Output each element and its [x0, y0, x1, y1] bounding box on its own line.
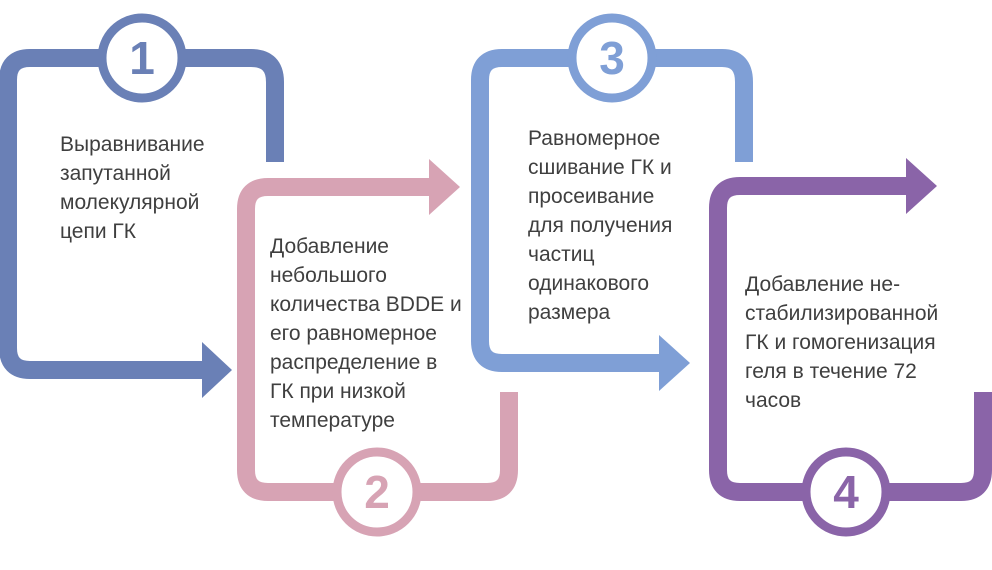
step-3-number: 3	[599, 32, 625, 84]
step-2-arrow-head	[429, 159, 460, 215]
step-1-frame	[0, 49, 284, 379]
step-3-frame	[471, 49, 753, 372]
step-2-text: Добавление небольшого количества BDDE и …	[270, 235, 462, 432]
step-1-arrow-head	[202, 342, 232, 398]
step-2-frame	[237, 178, 518, 501]
step-1-text: Выравнивание запутанной молекулярной цеп…	[60, 133, 205, 243]
step-4-text: Добавление не- стабилизированной ГК и го…	[745, 273, 939, 412]
step-3-arrow-head	[659, 335, 690, 391]
step-2-group: 2	[237, 159, 518, 537]
step-1-badge	[97, 13, 187, 103]
step-1-group: 1	[0, 13, 284, 398]
step-4-badge	[801, 447, 891, 537]
step-3-group: 3	[471, 13, 753, 391]
step-2-number: 2	[364, 466, 390, 518]
step-1-number: 1	[129, 32, 155, 84]
step-4-arrow-head	[906, 158, 937, 214]
step-3-badge	[567, 13, 657, 103]
step-4-number: 4	[833, 466, 859, 518]
step-2-badge	[332, 447, 422, 537]
step-3-text: Равномерное сшивание ГК и просеивание дл…	[528, 127, 673, 324]
step-4-frame	[709, 177, 992, 501]
step-4-group: 4	[709, 158, 992, 537]
